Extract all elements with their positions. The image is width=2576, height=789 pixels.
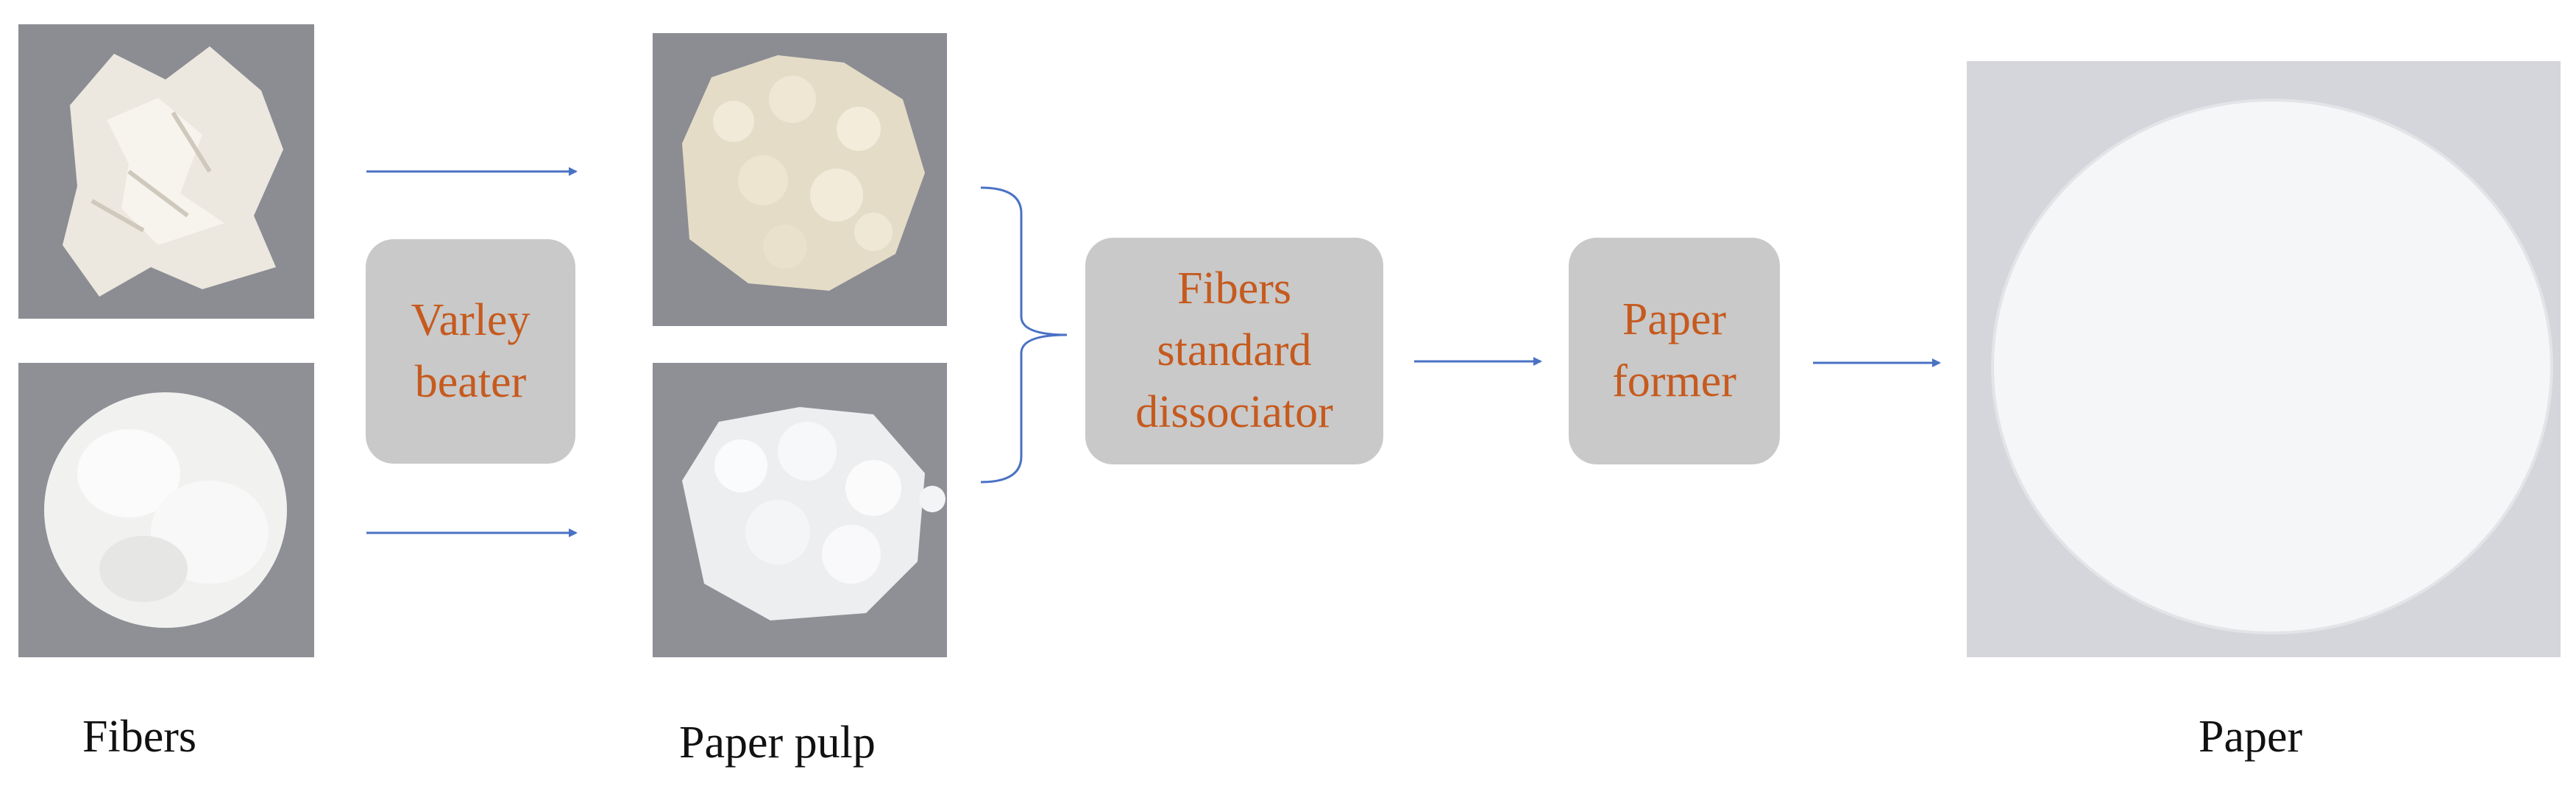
fibers-standard-dissociator-box: Fibers standard dissociator (1085, 238, 1383, 464)
paper-sheet-photo (1967, 61, 2561, 657)
dissociator-label-line-1: Fibers (1177, 263, 1291, 314)
fibers-caption: Fibers (82, 712, 196, 762)
varley-beater-label-line-1: Varley (411, 294, 531, 345)
dissociator-label-line-2: standard (1157, 325, 1312, 376)
pulp-sample-2-photo (653, 363, 947, 657)
paper-former-label-line-2: former (1612, 356, 1736, 406)
paper-pulp-caption: Paper pulp (679, 718, 876, 768)
fiber-sample-2-photo (18, 363, 314, 657)
varley-beater-label-line-2: beater (414, 356, 527, 407)
merge-bracket (980, 186, 1068, 484)
varley-beater-box: Varley beater (366, 239, 575, 464)
paper-former-box: Paper former (1569, 238, 1780, 464)
paper-former-label-line-1: Paper (1622, 294, 1727, 345)
dissociator-label-line-3: dissociator (1135, 386, 1333, 437)
pulp-sample-1-photo (653, 33, 947, 326)
paper-caption: Paper (2199, 712, 2303, 762)
fiber-sample-1-photo (18, 24, 314, 319)
